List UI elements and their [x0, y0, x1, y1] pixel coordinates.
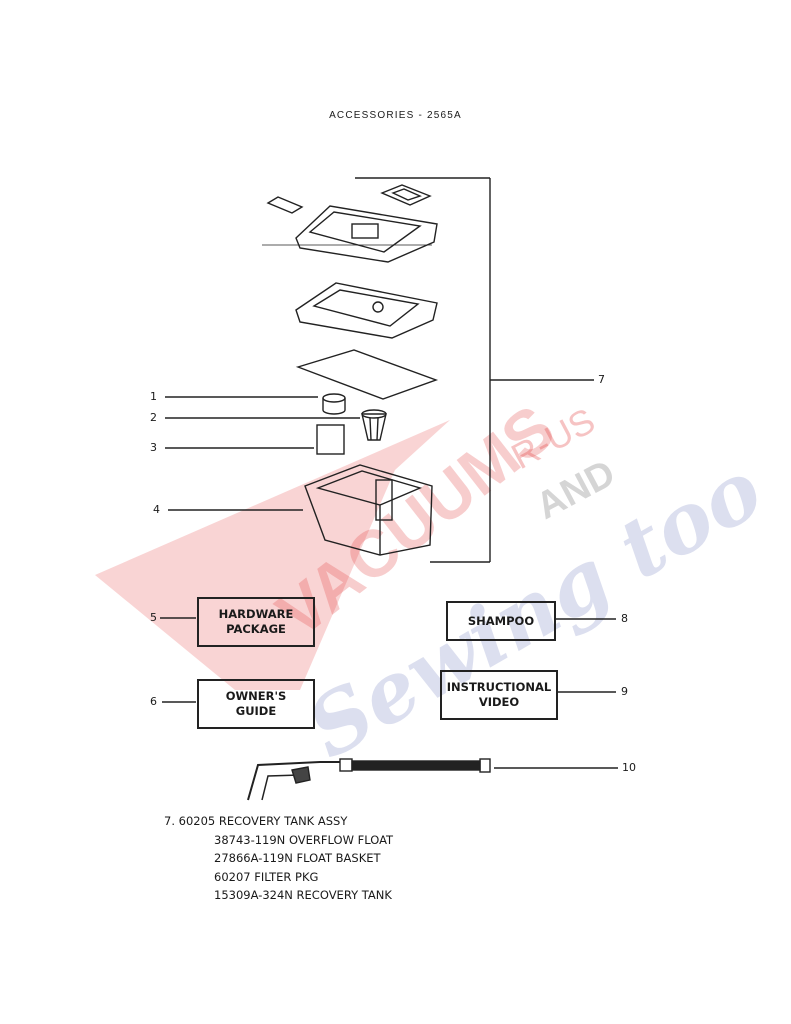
callout-5: 5	[150, 611, 157, 624]
video-label-line2: VIDEO	[478, 695, 520, 709]
parts-list-item: 15309A-324N RECOVERY TANK	[214, 888, 392, 902]
callout-8: 8	[621, 612, 628, 625]
page-title: ACCESSORIES - 2565A	[329, 110, 462, 121]
filter-sheet	[295, 349, 439, 400]
filter-pkg	[316, 424, 345, 455]
recovery-tank	[304, 464, 433, 556]
hardware-label-line1: HARDWARE	[218, 607, 294, 621]
float-part	[322, 393, 346, 403]
parts-list-item: 60207 FILTER PKG	[214, 869, 319, 884]
shampoo-label: SHAMPOO	[467, 613, 535, 628]
callout-1: 1	[150, 390, 157, 403]
parts-list-heading: 7. 60205 RECOVERY TANK ASSY	[164, 814, 348, 828]
float-basket	[361, 413, 387, 441]
parts-list-item: 38743-119N OVERFLOW FLOAT	[214, 832, 394, 847]
filter-patch	[380, 184, 432, 206]
callout-4: 4	[153, 503, 160, 516]
instructional-video-box: INSTRUCTIONAL VIDEO	[440, 670, 558, 720]
shampoo-box: SHAMPOO	[446, 601, 556, 641]
callout-7: 7	[598, 373, 605, 386]
owners-label-line1: OWNER'S	[225, 689, 287, 703]
callout-6: 6	[150, 695, 157, 708]
hose-body	[351, 760, 481, 771]
callout-2: 2	[150, 411, 157, 424]
owners-guide-box: OWNER'S GUIDE	[197, 679, 315, 729]
parts-list-item: 27866A-119N FLOAT BASKET	[214, 851, 381, 865]
gasket-part	[266, 196, 304, 214]
lid-lower	[295, 282, 438, 339]
hose-wand	[247, 761, 340, 801]
hardware-package-box: HARDWARE PACKAGE	[197, 597, 315, 647]
callout-9: 9	[621, 685, 628, 698]
lid-top	[295, 205, 438, 263]
callout-10: 10	[622, 761, 636, 774]
parts-list: 7. 60205 RECOVERY TANK ASSY 38743-119N O…	[164, 812, 393, 905]
owners-label-line2: GUIDE	[235, 704, 277, 718]
hardware-label-line2: PACKAGE	[226, 622, 286, 636]
video-label-line1: INSTRUCTIONAL	[446, 680, 552, 694]
callout-3: 3	[150, 441, 157, 454]
